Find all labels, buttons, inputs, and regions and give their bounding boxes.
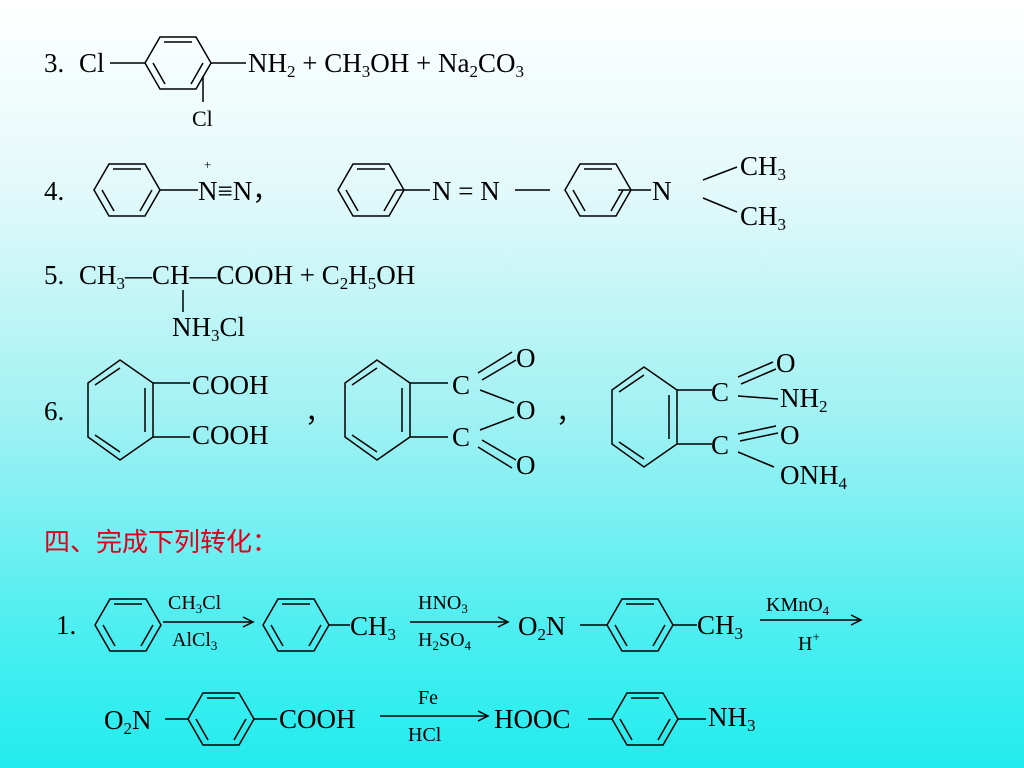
reagent-ch3cl: CH3Cl [168,592,222,616]
nitro-group-label-2: O2N [104,705,152,738]
anhydride-o-top: O [516,343,536,373]
item-4-number: 4. [44,176,65,206]
double-bond-c-o-top-a [477,351,513,374]
anhydride-o-bottom: O [516,450,536,480]
reagent-kmno4: KMnO4 [766,594,830,618]
bond-n-ch3-top [702,166,738,181]
double-bond-salt-o-b [739,432,779,442]
benzene-ring-azo-left [337,163,405,217]
double-bond-salt-o-a [737,425,777,435]
benzene-ring-aminobenzoic [611,692,679,746]
reagent-h-plus: H+ [798,629,820,655]
double-bond-amide-o-a [737,361,774,378]
toluene-ch3-label: CH3 [350,611,397,644]
methyl-top-label: CH3 [740,151,787,184]
cooh-top-label: COOH [192,370,269,400]
item-5-equation: CH3—CH—COOH + C2H5OH [79,260,416,293]
double-bond-c-o-top-b [481,359,517,381]
chlorine-label: Cl [79,48,105,78]
item-6-number: 6. [44,396,65,426]
ammonium-salt-label: ONH4 [780,460,847,493]
diazonium-label: N≡N， [198,176,280,206]
benzene-ring-amide-salt [611,366,678,468]
double-bond-c-o-bottom-a [477,446,513,469]
section-heading: 四、完成下列转化： [44,528,279,558]
salt-c-label: C [711,430,730,460]
azo-bond-label: N = N [432,176,500,206]
bond-c-onh4 [737,451,775,468]
benzene-ring-dichloroaniline [144,36,212,90]
benzene-ring-nitrobenzoic [187,692,255,746]
benzene-ring-anhydride [344,359,411,461]
anhydride-c-top: C [452,370,471,400]
ammonium-chloride-group: NH3Cl [172,312,246,345]
benzene-ring-toluene [262,598,330,652]
conversion-1-number: 1. [56,610,77,640]
item-3-number: 3. [44,48,65,78]
arrow-nitration-head [497,616,510,628]
anhydride-o-bridge: O [516,395,536,425]
nitro-group-label: O2N [518,611,566,644]
double-bond-c-o-bottom-b [481,439,517,461]
reagent-h2so4: H2SO4 [418,629,472,653]
item-3-reagents: NH2 + CH3OH + Na2CO3 [248,48,524,81]
benzene-ring-conv-start [94,598,162,652]
arrow-reduction-head [477,710,490,722]
amide-o-label: O [776,348,796,378]
arrow-oxidation-head [850,614,863,626]
benzene-ring-nitrotoluene [606,598,674,652]
amide-nh2-label: NH2 [780,383,828,416]
bond-c-nh2 [737,395,779,400]
item-5-number: 5. [44,260,65,290]
amine-label: NH3 [708,702,756,735]
arrow-alkylation-head [242,616,255,628]
cooh-label-conv: COOH [279,704,356,734]
benzene-ring-phthalic-acid [87,359,154,461]
anhydride-c-bottom: C [452,422,471,452]
bond-c-o-bridge-bottom [479,416,515,431]
methyl-bottom-label: CH3 [740,201,787,234]
nitrotoluene-ch3-label: CH3 [697,610,744,643]
hooc-label: HOOC [494,704,571,734]
reagent-hno3: HNO3 [418,592,468,616]
reagent-alcl3: AlCl3 [172,629,218,653]
separator-comma-2: ， [556,398,583,428]
positive-charge: + [204,157,212,172]
amine-n-label: N [652,176,672,206]
ring-chlorine-label: Cl [192,106,213,131]
bond-n-ch3-bottom [702,197,738,213]
salt-o-label: O [780,420,800,450]
bond-c-o-bridge-top [479,389,515,404]
reagent-hcl: HCl [408,724,442,746]
amide-c-label: C [711,377,730,407]
benzene-ring-diazonium [93,163,161,217]
reagent-fe: Fe [418,687,438,709]
separator-comma-1: ， [305,398,332,428]
double-bond-amide-o-b [740,368,777,385]
cooh-bottom-label: COOH [192,420,269,450]
